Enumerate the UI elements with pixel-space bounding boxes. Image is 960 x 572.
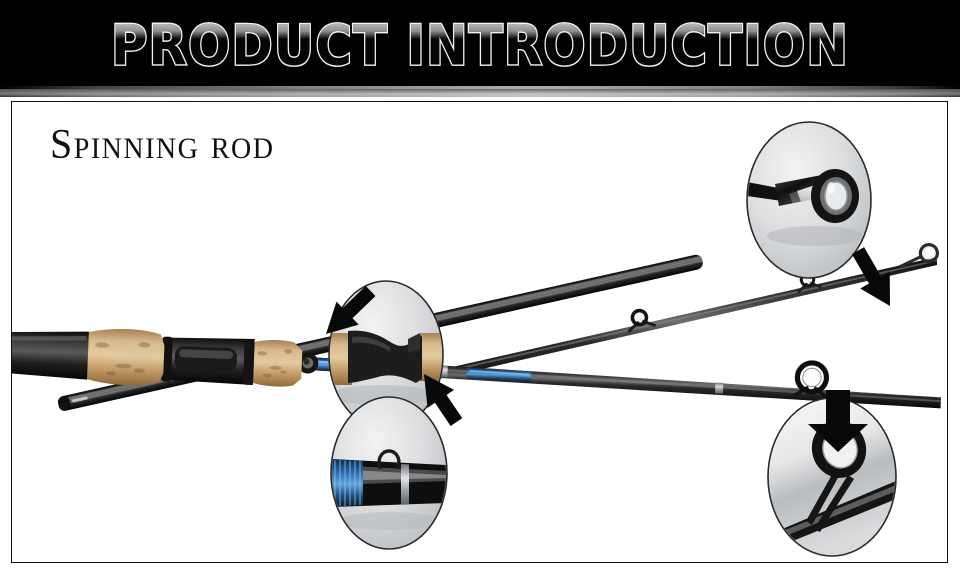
line-guide-tip-2 (627, 308, 657, 333)
callout-inset-hook-keeper (330, 396, 448, 550)
callout-arrow-hook-keeper (424, 374, 463, 426)
content-panel: Spinning rod (11, 101, 948, 563)
product-illustration (12, 102, 947, 562)
callout-arrow-line-guide (808, 390, 868, 452)
line-guide-butt (793, 360, 830, 399)
tip-top-guide (898, 243, 940, 269)
rod-handle (12, 328, 303, 387)
rod-handle-section (12, 328, 941, 409)
callout-arrow-reel-seat (326, 285, 376, 334)
header-banner: PRODUCT INTRODUCTION PRODUCT INTRODUCTIO… (0, 0, 960, 89)
callout-arrow-tip-top (851, 247, 890, 306)
banner-gradient-shadow (0, 89, 960, 98)
callout-inset-tip-top (746, 121, 872, 279)
mid-cork-grip (85, 328, 165, 386)
hook-keeper (297, 352, 319, 374)
rod-tip-section (342, 243, 940, 401)
product-subtitle: Spinning rod (50, 120, 275, 168)
fore-cork-grip (249, 340, 303, 387)
page-title: PRODUCT INTRODUCTION (110, 13, 849, 81)
blue-accent-secondary (466, 367, 532, 382)
